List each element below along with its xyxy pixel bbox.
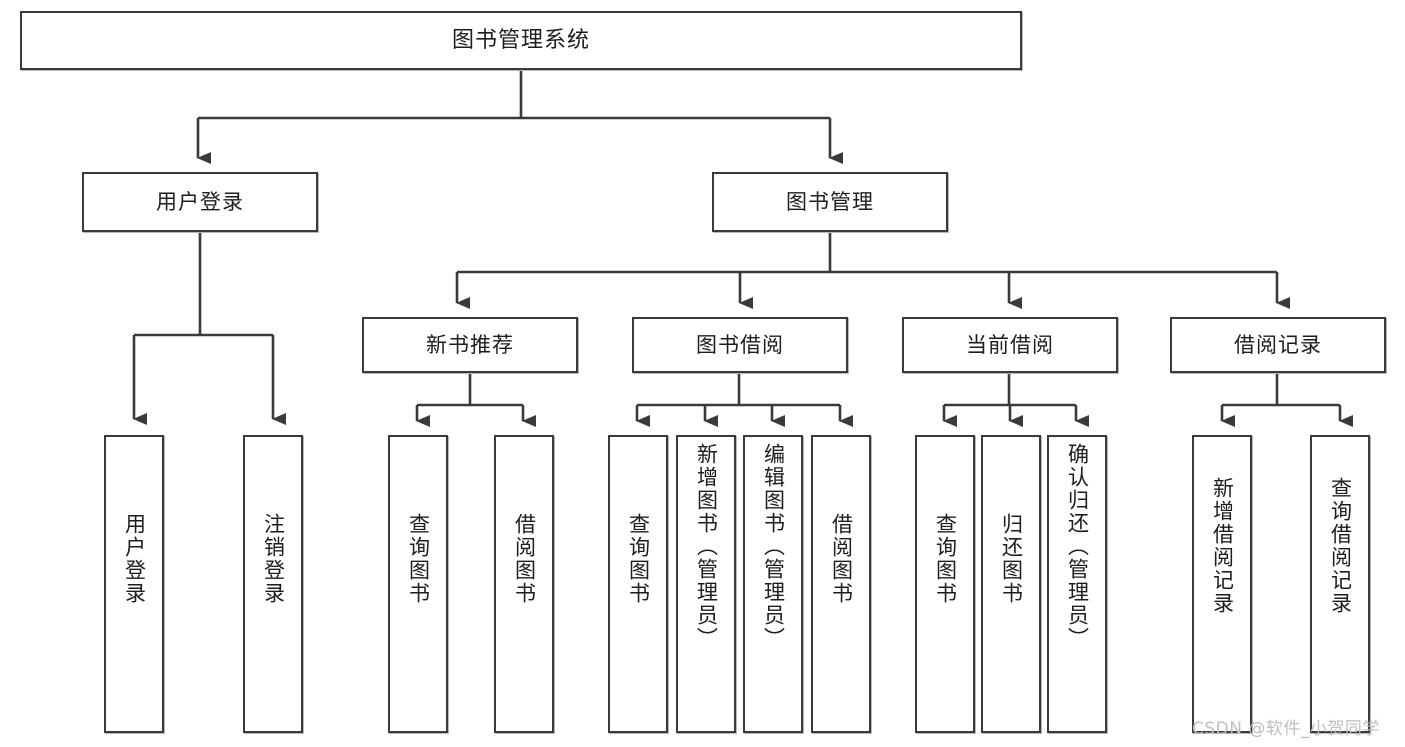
node-label: 用户登录	[156, 189, 244, 214]
node-label: 借阅图书	[829, 513, 854, 605]
csdn-watermark: CSDN @软件_小贺同学	[1192, 719, 1380, 739]
node-borrow-record[interactable]: 借阅记录	[1170, 317, 1386, 373]
leaf-query-book-1[interactable]: 查询图书	[388, 435, 448, 733]
node-label: 确认归还（管理员）	[1065, 443, 1090, 650]
leaf-edit-book-admin[interactable]: 编辑图书（管理员）	[743, 435, 803, 733]
node-label: 借阅记录	[1234, 332, 1322, 357]
node-label: 图书管理	[786, 189, 874, 214]
leaf-return-book[interactable]: 归还图书	[981, 435, 1041, 733]
node-root-system[interactable]: 图书管理系统	[20, 11, 1022, 70]
node-label: 查询借阅记录	[1328, 477, 1353, 615]
node-label: 借阅图书	[512, 513, 537, 605]
node-book-manage[interactable]: 图书管理	[712, 172, 948, 232]
node-label: 新书推荐	[426, 332, 514, 357]
node-label: 新增图书（管理员）	[694, 443, 719, 650]
leaf-query-borrow-record[interactable]: 查询借阅记录	[1310, 435, 1370, 733]
leaf-logout-login[interactable]: 注销登录	[243, 435, 303, 733]
node-label: 查询图书	[406, 513, 431, 605]
node-label: 查询图书	[626, 513, 651, 605]
node-label: 编辑图书（管理员）	[761, 443, 786, 650]
leaf-query-book-2[interactable]: 查询图书	[608, 435, 668, 733]
node-label: 注销登录	[261, 513, 286, 605]
node-label: 用户登录	[122, 513, 147, 605]
node-label: 查询图书	[933, 513, 958, 605]
node-label: 图书管理系统	[451, 27, 590, 53]
leaf-confirm-return-admin[interactable]: 确认归还（管理员）	[1047, 435, 1107, 733]
node-label: 当前借阅	[966, 332, 1054, 357]
leaf-add-book-admin[interactable]: 新增图书（管理员）	[676, 435, 736, 733]
node-label: 归还图书	[999, 513, 1024, 605]
node-label: 图书借阅	[696, 332, 784, 357]
leaf-query-book-3[interactable]: 查询图书	[915, 435, 975, 733]
node-label: 新增借阅记录	[1210, 477, 1235, 615]
node-user-login[interactable]: 用户登录	[82, 172, 318, 232]
node-current-borrow[interactable]: 当前借阅	[902, 317, 1118, 373]
node-book-borrow[interactable]: 图书借阅	[632, 317, 848, 373]
leaf-add-borrow-record[interactable]: 新增借阅记录	[1192, 435, 1252, 733]
node-new-book-recommend[interactable]: 新书推荐	[362, 317, 578, 373]
leaf-borrow-book-1[interactable]: 借阅图书	[494, 435, 554, 733]
leaf-borrow-book-2[interactable]: 借阅图书	[811, 435, 871, 733]
leaf-user-login[interactable]: 用户登录	[104, 435, 164, 733]
